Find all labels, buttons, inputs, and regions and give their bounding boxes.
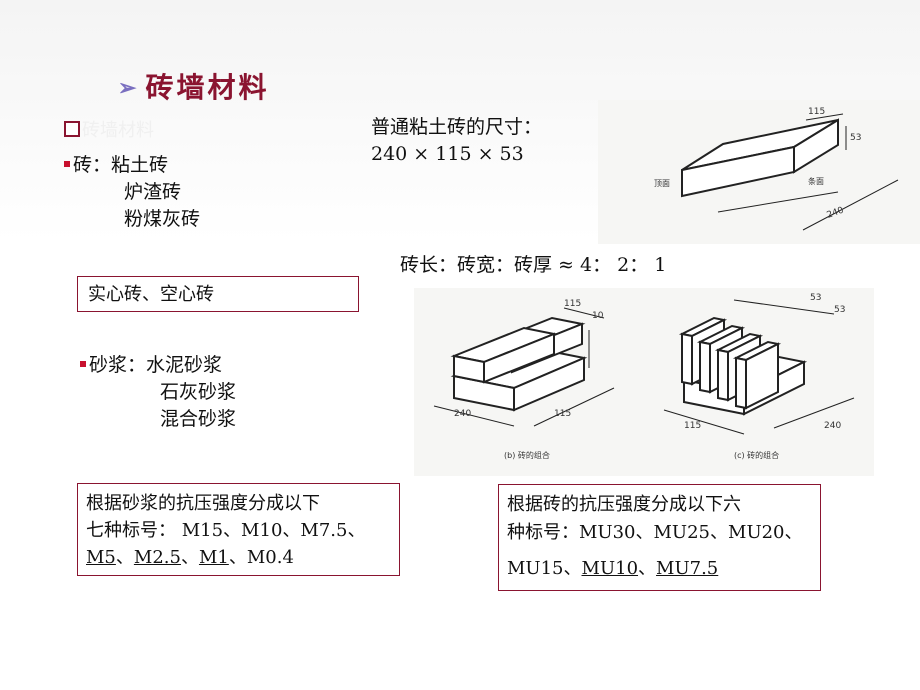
size-block: 普通粘土砖的尺寸： 240 × 115 × 53 xyxy=(371,114,542,168)
bullet-icon xyxy=(80,361,86,367)
combination-figure: 240 115 10 115 (b) 砖的组合 115 53 53 xyxy=(414,288,874,476)
mortar-item: 水泥砂浆 xyxy=(146,354,223,376)
ratio-text: 砖长：砖宽：砖厚 ≈ 4： 2： 1 xyxy=(400,254,667,276)
mortar-grade-line2: 七种标号： M15、M10、M7.5、 xyxy=(86,520,366,541)
section-heading: 砖墙材料 xyxy=(64,116,154,142)
dim-label: 240 xyxy=(454,409,471,419)
grade-mu10: MU10 xyxy=(581,558,639,579)
brick-label: 砖： xyxy=(73,154,112,176)
section-heading-text: 砖墙材料 xyxy=(82,120,154,141)
mortar-grade-line1: 根据砂浆的抗压强度分成以下 xyxy=(86,493,320,514)
brick-kinds-box: 实心砖、空心砖 xyxy=(77,276,359,312)
mortar-grade-box: 根据砂浆的抗压强度分成以下 七种标号： M15、M10、M7.5、 M5、M2.… xyxy=(77,483,400,576)
brick-grade-line1: 根据砖的抗压强度分成以下六 xyxy=(507,494,741,515)
label-side: 条面 xyxy=(808,176,824,186)
mortar-label: 砂浆： xyxy=(89,354,147,376)
grade-m2-5: M2.5 xyxy=(133,547,181,568)
size-heading: 普通粘土砖的尺寸： xyxy=(371,116,543,138)
separator: 、 xyxy=(115,547,134,568)
caption-c: (c) 砖的组合 xyxy=(734,450,779,460)
dim-label: 53 xyxy=(834,305,845,315)
mortar-item: 石灰砂浆 xyxy=(160,381,237,403)
label-face: 顶面 xyxy=(654,179,670,188)
grade-tail: 、M0.4 xyxy=(228,547,294,568)
combination-drawing: 240 115 10 115 (b) 砖的组合 115 53 53 xyxy=(414,288,874,476)
dim-label: 53 xyxy=(810,293,821,303)
separator: 、 xyxy=(180,547,199,568)
slide-title-text: 砖墙材料 xyxy=(145,71,270,104)
mortar-list: 砂浆：水泥砂浆 石灰砂浆 混合砂浆 xyxy=(80,352,236,433)
dim-label: 240 xyxy=(824,421,841,431)
arrow-bullet-icon: ➢ xyxy=(118,75,140,101)
slide-title: ➢砖墙材料 xyxy=(118,66,269,106)
brick-grade-line2: 种标号：MU30、MU25、MU20、 xyxy=(507,522,803,543)
brick-figure: 240 115 53 顶面 条面 xyxy=(598,100,920,244)
dim-label: 10 xyxy=(592,311,604,321)
grade-prefix: MU15、 xyxy=(507,558,582,579)
mortar-item: 混合砂浆 xyxy=(160,408,237,430)
dim-label: 115 xyxy=(564,299,581,309)
brick-drawing: 240 115 53 顶面 条面 xyxy=(598,100,920,244)
brick-grade-box: 根据砖的抗压强度分成以下六 种标号：MU30、MU25、MU20、 MU15、M… xyxy=(498,484,821,591)
brick-grade-line3: MU15、MU10、MU7.5 xyxy=(507,555,812,583)
brick-item: 粉煤灰砖 xyxy=(124,208,201,230)
brick-list: 砖：粘土砖 炉渣砖 粉煤灰砖 xyxy=(64,152,200,233)
dim-thick: 53 xyxy=(850,133,861,143)
brick-item: 粘土砖 xyxy=(111,154,169,176)
brick-item: 炉渣砖 xyxy=(124,181,182,203)
mortar-grade-line3: M5、M2.5、M1、M0.4 xyxy=(86,544,391,571)
separator: 、 xyxy=(638,558,657,579)
grade-mu7-5: MU7.5 xyxy=(656,558,719,579)
bullet-icon xyxy=(64,161,70,167)
square-bullet-icon xyxy=(64,121,80,137)
grade-m5: M5 xyxy=(86,547,116,568)
brick-kinds-text: 实心砖、空心砖 xyxy=(88,284,214,305)
caption-b: (b) 砖的组合 xyxy=(504,450,550,460)
dim-label: 115 xyxy=(684,421,701,431)
dim-label: 115 xyxy=(554,409,571,419)
grade-m1: M1 xyxy=(198,547,229,568)
size-value: 240 × 115 × 53 xyxy=(371,143,524,165)
dim-width: 115 xyxy=(808,107,825,117)
